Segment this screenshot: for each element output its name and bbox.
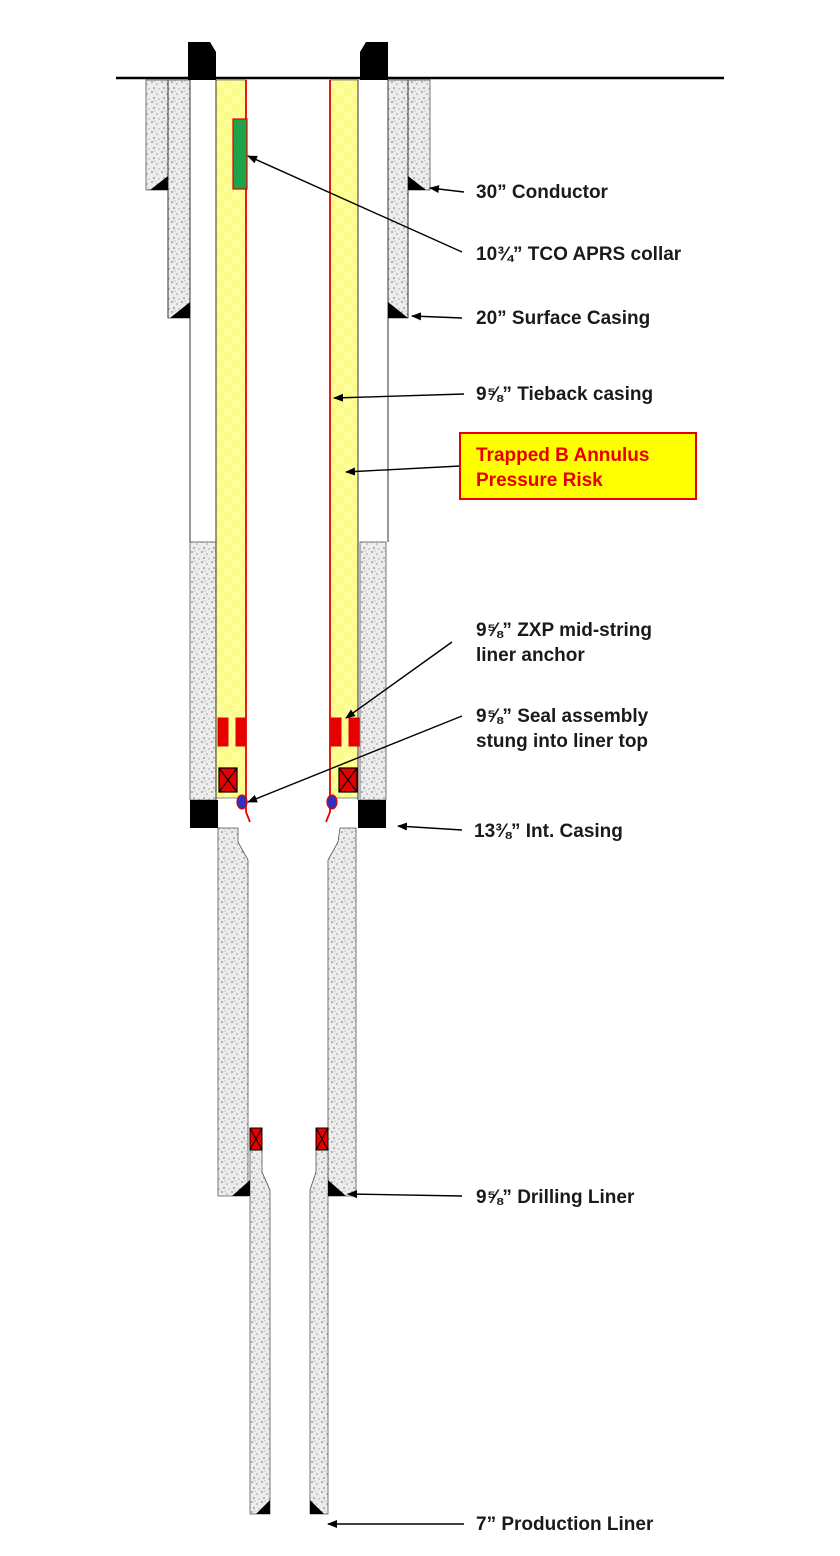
label-seal-line-1: 9⅝” Seal assembly bbox=[476, 706, 649, 727]
annulus-fill-right bbox=[329, 79, 359, 799]
wellhead-left bbox=[188, 42, 216, 80]
packer-icon bbox=[218, 767, 238, 793]
surface-shoe-left bbox=[170, 302, 190, 318]
zxp-liner-anchor bbox=[217, 717, 360, 747]
drilling-liner-shoe-right bbox=[328, 1180, 346, 1196]
wellhead-right bbox=[360, 42, 388, 80]
seal-assembly bbox=[236, 794, 338, 810]
label-production-liner: 7” Production Liner bbox=[476, 1514, 654, 1535]
intermediate-shoe-right bbox=[358, 800, 386, 828]
label-zxp-line-2: liner anchor bbox=[476, 645, 585, 666]
packer-icon bbox=[338, 767, 358, 793]
conductor-cement-left bbox=[145, 79, 169, 191]
intermediate-cement-left bbox=[189, 541, 217, 801]
label-int-casing: 13⅜” Int. Casing bbox=[474, 821, 623, 842]
surface-shoe-right bbox=[388, 302, 408, 318]
surface-cement-right bbox=[387, 79, 409, 319]
packer-icon bbox=[315, 1127, 329, 1151]
production-liner-shoe-left bbox=[256, 1500, 270, 1514]
risk-callout: Trapped B Annulus Pressure Risk bbox=[459, 432, 697, 500]
label-surface-casing: 20” Surface Casing bbox=[476, 308, 650, 329]
production-liner-cement-right bbox=[309, 1149, 329, 1515]
label-zxp-line-1: 9⅝” ZXP mid-string bbox=[476, 620, 652, 641]
conductor-cement-right bbox=[407, 79, 431, 191]
conductor-shoe-right bbox=[408, 176, 426, 190]
label-tieback-casing: 9⅝” Tieback casing bbox=[476, 384, 653, 405]
packer-icon bbox=[249, 1127, 263, 1151]
risk-line-2: Pressure Risk bbox=[476, 470, 603, 491]
label-aprs-collar: 10¾” TCO APRS collar bbox=[476, 244, 682, 265]
drilling-liner-shoe-left bbox=[232, 1180, 250, 1196]
production-liner-shoe-right bbox=[310, 1500, 324, 1514]
conductor-shoe-left bbox=[150, 176, 168, 190]
risk-box bbox=[459, 432, 697, 500]
label-conductor: 30” Conductor bbox=[476, 182, 609, 203]
label-drilling-liner: 9⅝” Drilling Liner bbox=[476, 1187, 635, 1208]
label-seal-line-2: stung into liner top bbox=[476, 731, 648, 752]
cement-sheaths bbox=[145, 79, 431, 1515]
risk-line-1: Trapped B Annulus bbox=[476, 445, 649, 466]
labels: 30” Conductor 10¾” TCO APRS collar 20” S… bbox=[459, 182, 697, 1535]
production-liner-cement-left bbox=[249, 1149, 271, 1515]
aprs-collar bbox=[232, 118, 248, 190]
leader-arrows bbox=[247, 155, 465, 1528]
drilling-liner-cement-left bbox=[217, 827, 249, 1197]
liner-top-packers bbox=[218, 767, 358, 1151]
intermediate-shoe-left bbox=[190, 800, 218, 828]
tieback-casing bbox=[245, 80, 331, 823]
drilling-liner-cement-right bbox=[327, 827, 357, 1197]
intermediate-cement-right bbox=[359, 541, 387, 801]
surface-cement-left bbox=[167, 79, 191, 319]
casing-shoes bbox=[150, 42, 426, 1514]
annulus-fill-left bbox=[215, 79, 247, 799]
